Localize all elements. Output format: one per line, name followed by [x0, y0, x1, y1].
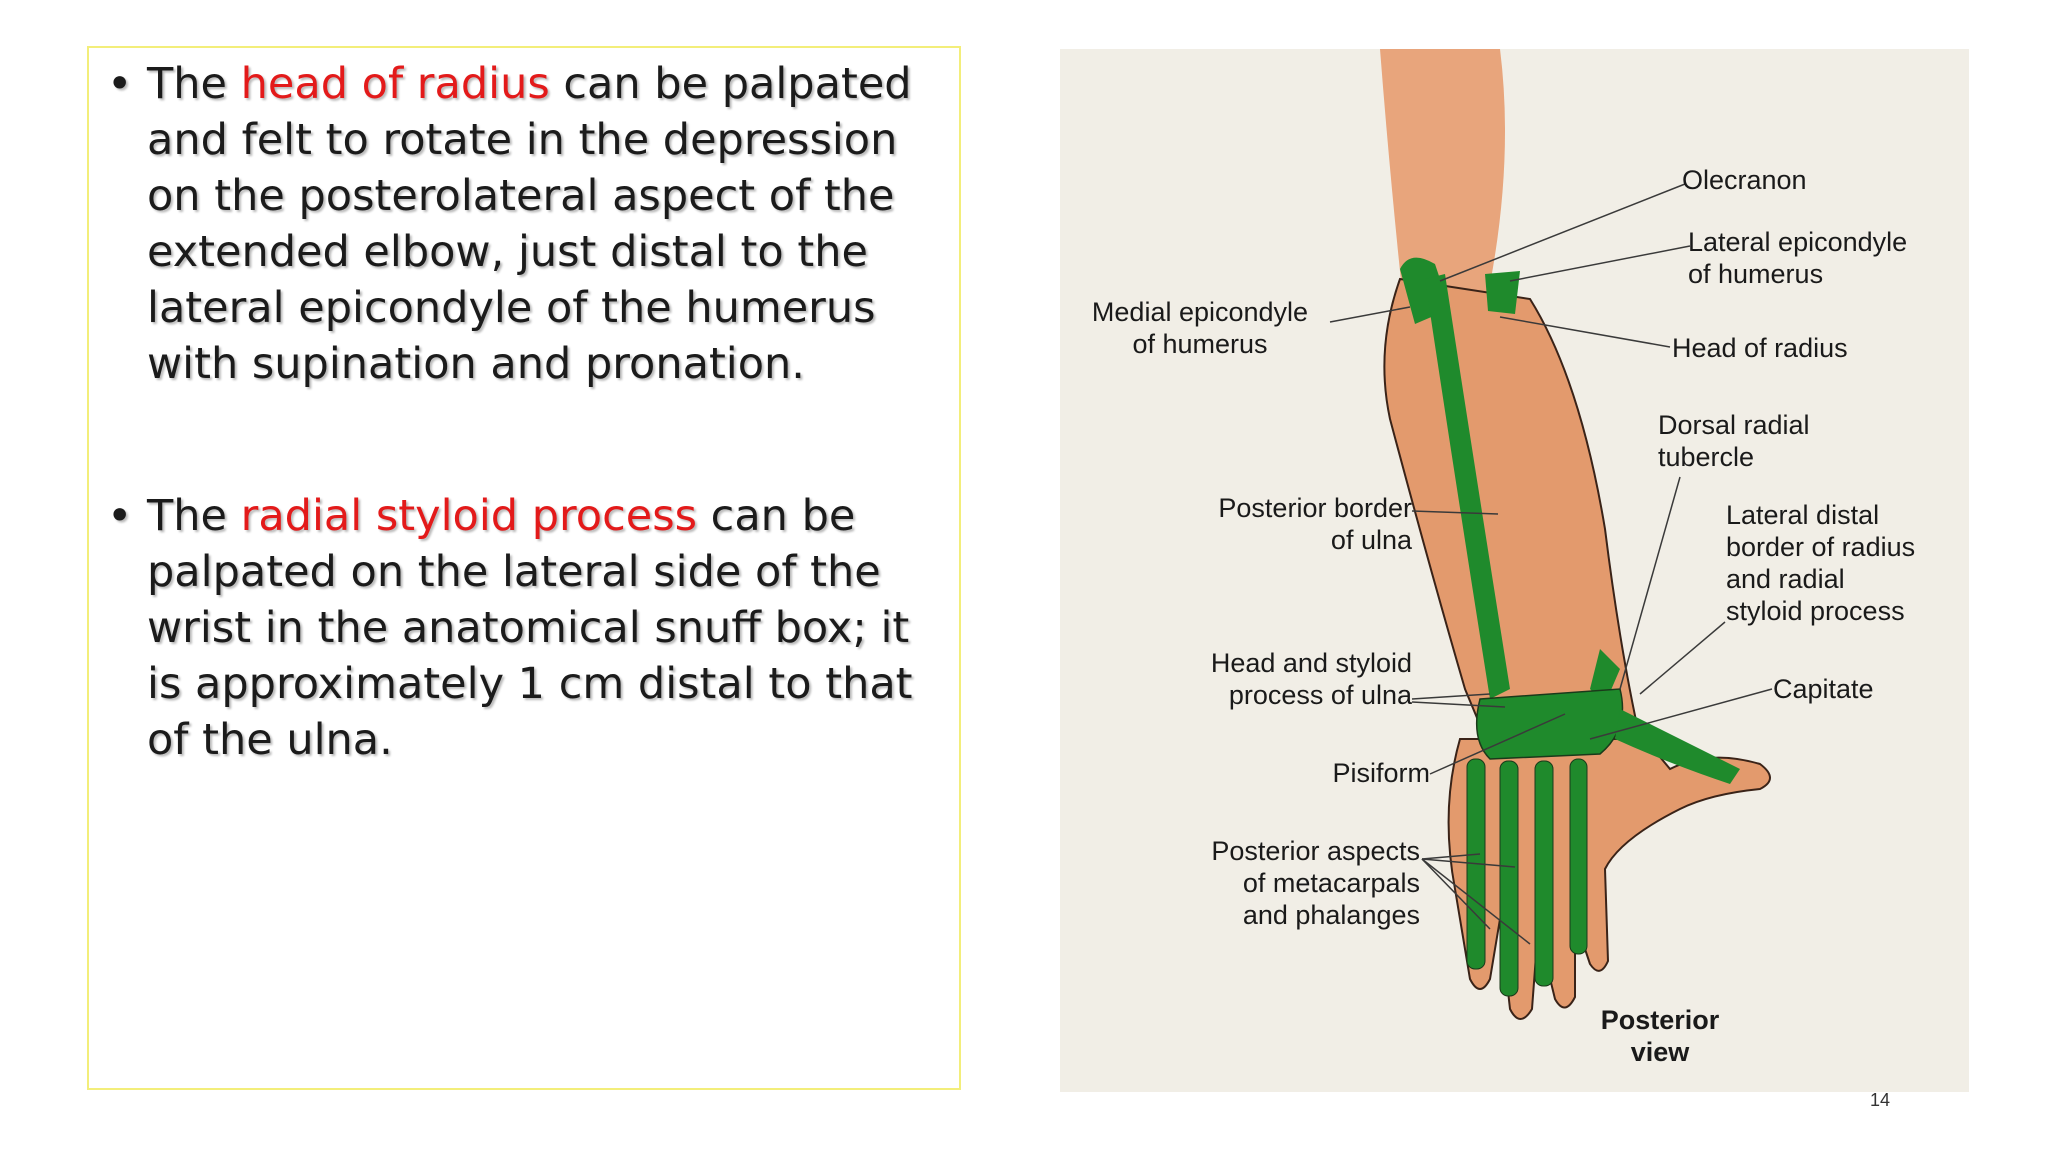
thumb-bones — [1615, 709, 1740, 784]
label-lateral-epicondyle: Lateral epicondyle of humerus — [1688, 227, 1908, 289]
bullet-radial-styloid: • The radial styloid process can be palp… — [107, 488, 949, 768]
bullet-mark: • — [107, 491, 133, 541]
forearm-illustration — [1329, 49, 1773, 1020]
bullet-mark: • — [107, 59, 133, 109]
radius-head-bone — [1485, 271, 1520, 314]
highlight-term: radial styloid process — [240, 491, 698, 541]
label-posterior-border-ulna: Posterior border of ulna — [1218, 493, 1412, 555]
page-number: 14 — [1870, 1090, 1891, 1110]
label-dorsal-radial-tubercle: Dorsal radial tubercle — [1658, 410, 1810, 472]
bullet-text-before: The — [147, 491, 241, 541]
label-pisiform: Pisiform — [1332, 758, 1430, 788]
highlight-term: head of radius — [240, 59, 550, 109]
bullet-text-before: The — [147, 59, 241, 109]
hand-shape — [1447, 738, 1771, 1020]
label-lateral-distal-border: Lateral distal border of radius and radi… — [1726, 500, 1916, 626]
bullet-text-after: can be palpated and felt to rotate in th… — [147, 59, 912, 389]
anatomy-figure: Olecranon Lateral epicondyle of humerus … — [1060, 49, 1969, 1092]
upper-arm-shape — [1380, 49, 1505, 319]
bullet-head-of-radius: • The head of radius can be palpated and… — [107, 56, 949, 392]
carpal-bones — [1475, 688, 1624, 760]
bullet-text-after: can be palpated on the lateral side of t… — [147, 491, 913, 765]
label-head-styloid-ulna: Head and styloid process of ulna — [1210, 648, 1412, 710]
label-olecranon: Olecranon — [1682, 165, 1807, 195]
leader-lines — [1329, 183, 1773, 945]
label-posterior-view: Posterior view — [1600, 1005, 1720, 1067]
label-posterior-aspects: Posterior aspects of metacarpals and pha… — [1211, 836, 1420, 930]
ulna-bone — [1425, 274, 1510, 699]
label-capitate: Capitate — [1773, 674, 1874, 704]
label-head-of-radius: Head of radius — [1672, 333, 1848, 363]
label-medial-epicondyle: Medial epicondyle of humerus — [1091, 297, 1309, 359]
text-panel: • The head of radius can be palpated and… — [87, 46, 961, 1090]
